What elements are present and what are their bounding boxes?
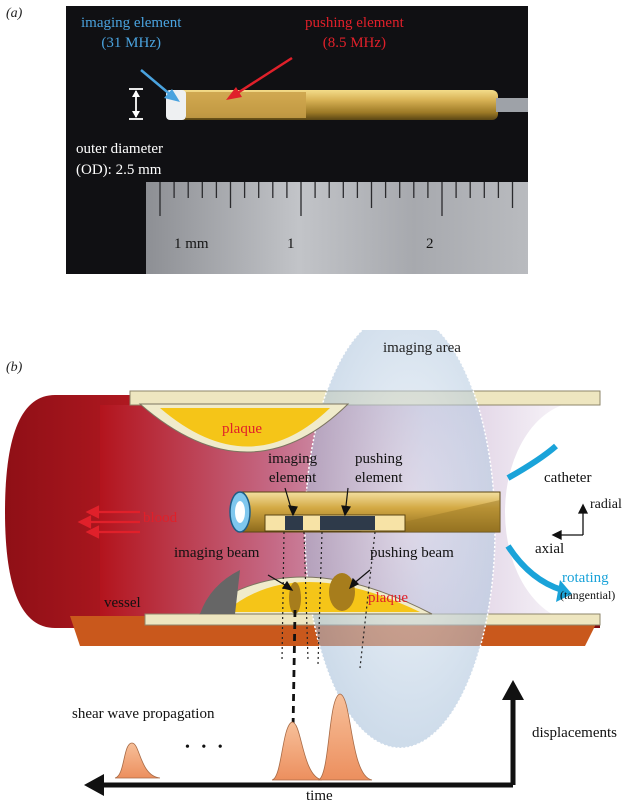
outer-diameter-line1: outer diameter (76, 141, 164, 157)
ruler-unit-label: 1 mm (174, 236, 209, 252)
pushing-element-arrow (235, 56, 293, 96)
catheter (229, 491, 501, 533)
panel-a-annotations (129, 56, 293, 120)
catheter-photo (66, 6, 528, 274)
ellipsis-dots: • • • (185, 740, 227, 755)
wave-peak-1 (114, 742, 161, 779)
beam-lines (281, 531, 376, 669)
catheter-photo-drawing (66, 6, 528, 274)
ruler-tick-1-label: 1 (287, 236, 295, 252)
imaging-beam-projection (291, 609, 297, 731)
imaging-element-label-b: imaging element (268, 450, 317, 488)
plaque-bottom-label: plaque (368, 590, 408, 606)
outer-diameter-label: outer diameter (OD): 2.5 mm (76, 139, 163, 181)
coordinate-axes (551, 503, 589, 541)
panel-b-label: (b) (6, 360, 23, 375)
pushing-element-b-line2: element (355, 470, 403, 486)
imaging-element-label-line1: imaging element (81, 15, 182, 31)
imaging-element-b-line2: element (268, 470, 317, 486)
ruler (146, 182, 528, 274)
pushing-element-b-line1: pushing (355, 451, 403, 467)
vessel-diagram (5, 330, 643, 796)
pushing-element-label-b: pushing element (355, 450, 403, 488)
imaging-element-arrow (140, 69, 173, 97)
imaging-beam-spot (289, 582, 301, 614)
plaque-top-label: plaque (222, 421, 262, 437)
shear-wave-label: shear wave propagation (72, 706, 215, 722)
catheter-label: catheter (544, 470, 592, 486)
wave-peak-2 (271, 721, 323, 781)
imaging-element-label-a: imaging element (31 MHz) (81, 13, 181, 53)
wave-peak-3 (317, 693, 373, 781)
imaging-element-label-line2: (31 MHz) (101, 35, 161, 51)
imaging-area-disk (304, 330, 496, 749)
axial-label: axial (535, 541, 565, 557)
panel-a-label: (a) (6, 6, 23, 21)
imaging-area-label: imaging area (383, 340, 461, 356)
pushing-beam-spot (329, 573, 355, 611)
tangential-label: (tangential) (560, 588, 616, 602)
vessel-label: vessel (104, 595, 141, 611)
pushing-beam-label: pushing beam (370, 545, 454, 561)
plaque-top (138, 403, 350, 453)
rotating-label: rotating (562, 570, 609, 586)
outer-diameter-line2: (OD): 2.5 mm (76, 162, 162, 178)
time-label: time (306, 788, 333, 804)
imaging-element-b-line1: imaging (268, 451, 318, 467)
pushing-element-chip (320, 516, 375, 530)
ruler-tick-2-label: 2 (426, 236, 434, 252)
imaging-element-chip (285, 516, 303, 530)
imaging-beam-label: imaging beam (174, 545, 260, 561)
pushing-element-label-line2: (8.5 MHz) (322, 35, 387, 51)
blood-flow-arrows (77, 505, 140, 539)
pushing-element-label-a: pushing element (8.5 MHz) (305, 13, 404, 53)
radial-label: radial (590, 497, 622, 512)
catheter-tube (166, 90, 528, 120)
plaque-bottom (198, 570, 433, 615)
displacement-plot (84, 680, 524, 796)
blood-label: blood (143, 510, 178, 526)
displacements-label: displacements (532, 725, 617, 741)
pushing-element-label-line1: pushing element (305, 15, 404, 31)
rotation-arrow (505, 443, 572, 602)
